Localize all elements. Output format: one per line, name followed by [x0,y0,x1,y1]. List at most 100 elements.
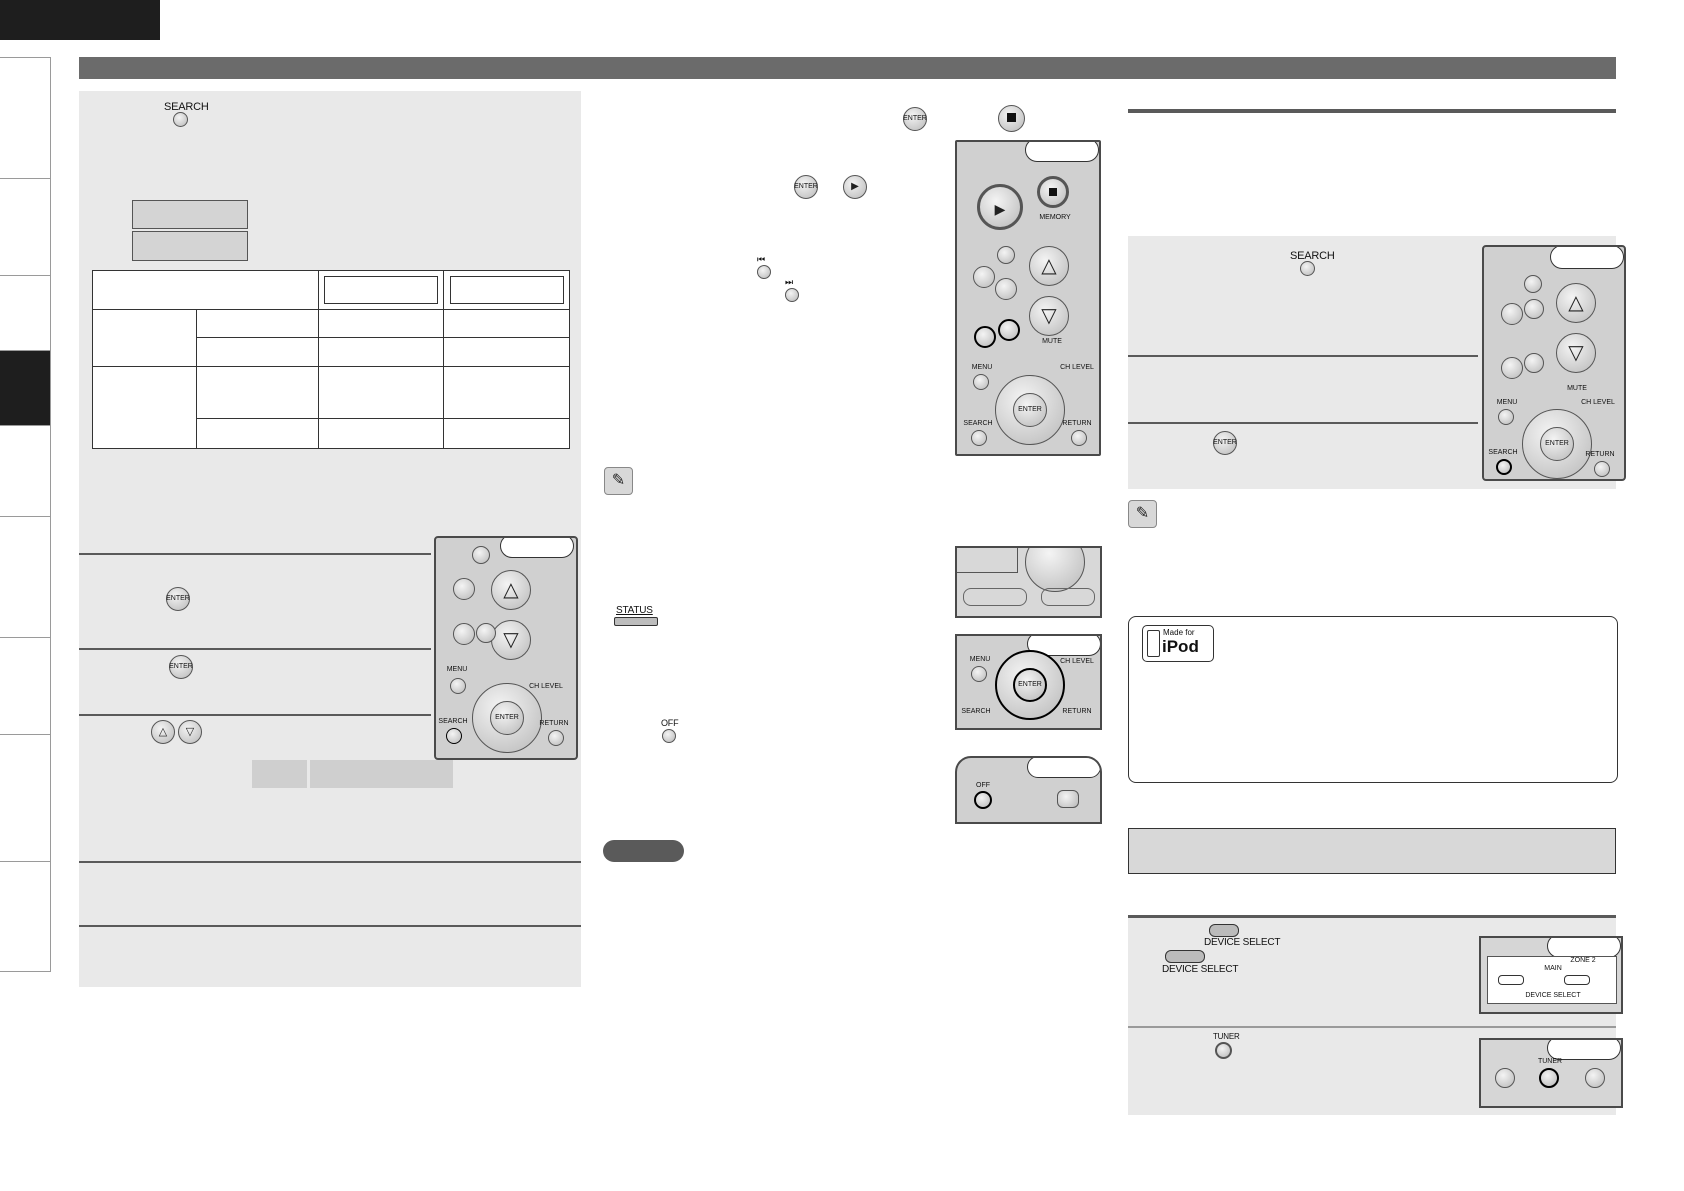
remote-search-label: SEARCH [438,718,468,725]
remote-pause-button [1524,275,1542,293]
enter-button[interactable] [1213,431,1237,455]
remote-button [995,278,1017,300]
skip-forward-button[interactable] [785,288,799,302]
table-header-box-2 [449,275,564,304]
zone2-label: ZONE 2 [1570,957,1596,964]
device-select-diagram: ZONE 2 MAIN DEVICE SELECT [1487,956,1617,1004]
table-cell [443,365,570,420]
table-cell [196,365,319,420]
remote-up-button: △ [1556,283,1596,323]
remote-off-thumbnail: OFF [955,756,1102,824]
menu-button [450,678,466,694]
off-button[interactable] [662,729,676,743]
device-select-label: DEVICE SELECT [1204,937,1281,948]
tuner-button[interactable] [1215,1042,1232,1059]
menu-label: MENU [969,656,991,663]
cursor-up-button[interactable]: △ [151,720,175,744]
side-tab-7[interactable] [0,637,51,734]
display-box-2 [132,231,248,261]
ch-level-label: CH LEVEL [529,683,563,690]
side-tab-active[interactable] [0,350,51,425]
note-pencil-icon: ✎ [604,467,633,495]
side-tab-6[interactable] [0,516,51,637]
remote-cursor-thumbnail: MENU ENTER CH LEVEL SEARCH RETURN [955,634,1102,730]
remote-button [1524,353,1544,373]
ch-level-label: CH LEVEL [1060,658,1094,665]
remote-badge [1550,247,1624,269]
step-divider [79,714,431,716]
device-select-switch-diagram [1498,975,1524,985]
play-button[interactable]: ▶ [843,175,867,199]
remote-button [1501,303,1523,325]
side-tab-9[interactable] [0,861,51,972]
remote-menu-button [1498,409,1514,425]
channel-plus-button [998,319,1020,341]
menu-label: MENU [1496,399,1518,406]
remote-enter-label: ENTER [1018,681,1042,688]
skip-back-button[interactable] [757,265,771,279]
remote-badge [1027,636,1100,656]
remote-tuner-label: TUNER [1537,1058,1563,1065]
stop-button[interactable] [998,105,1025,132]
side-tab-8[interactable] [0,734,51,861]
remote-illustration-left: △ ▽ MENU ENTER CH LEVEL SEARCH RETURN [434,536,578,760]
device-select-switch[interactable] [1209,924,1239,937]
front-button-group [1041,588,1095,606]
remote-enter-button [1013,393,1047,427]
device-select-label: DEVICE SELECT [1162,964,1239,975]
status-button[interactable] [614,617,658,626]
volume-knob [1025,548,1085,592]
table-header-cell-2 [443,270,570,310]
remote-stop-button [1037,176,1069,208]
remote-menu-button [971,666,987,682]
side-tab-2[interactable] [0,178,51,275]
cursor-ring [995,650,1065,720]
remote-enter-button [1540,427,1574,461]
step-divider [79,648,431,650]
remote-enter-label: ENTER [1018,406,1042,413]
table-cell [196,418,319,449]
table-cell [317,418,445,449]
device-select-switch[interactable] [1165,950,1205,963]
table-cell [443,308,570,339]
remote-return-button [1594,461,1610,477]
menu-label: MENU [971,364,993,371]
search-button[interactable] [173,112,188,127]
remote-badge [1547,1040,1621,1060]
device-select-diagram-label: DEVICE SELECT [1525,992,1581,999]
enter-button-label: ENTER [169,663,193,670]
tuner-label: TUNER [1213,1032,1240,1041]
enter-button[interactable] [794,175,818,199]
return-label: RETURN [1062,420,1092,427]
remote-search-button [971,430,987,446]
ch-level-label: CH LEVEL [1581,399,1615,406]
made-for-ipod-badge: Made for iPod [1142,625,1214,662]
enter-button[interactable] [166,587,190,611]
table-cell [317,365,445,420]
remote-button [973,266,995,288]
cursor-down-button[interactable]: ▽ [178,720,202,744]
enter-button-label: ENTER [1213,439,1237,446]
remote-enter-button [490,701,524,735]
return-label: RETURN [1062,708,1092,715]
remote-off-button [974,791,992,809]
side-tab-1[interactable] [0,57,51,178]
section-header-bar [79,57,1616,79]
search-button[interactable] [1300,261,1315,276]
side-tab-5[interactable] [0,425,51,516]
enter-button[interactable] [903,107,927,131]
enter-button[interactable] [169,655,193,679]
skip-forward-icon: ⏭ [785,277,793,287]
table-cell [317,308,445,339]
remote-up-button: △ [1029,246,1069,286]
remote-down-button: ▽ [1029,296,1069,336]
remote-badge [1025,142,1099,162]
top-black-tab [0,0,160,40]
remote-enter-label: ENTER [495,714,519,721]
note-pencil-icon: ✎ [1128,500,1157,528]
side-tab-3[interactable] [0,275,51,350]
step-divider [1128,355,1478,357]
ipod-device-icon [1147,630,1160,657]
remote-button [1495,1068,1515,1088]
step-divider [79,925,581,927]
